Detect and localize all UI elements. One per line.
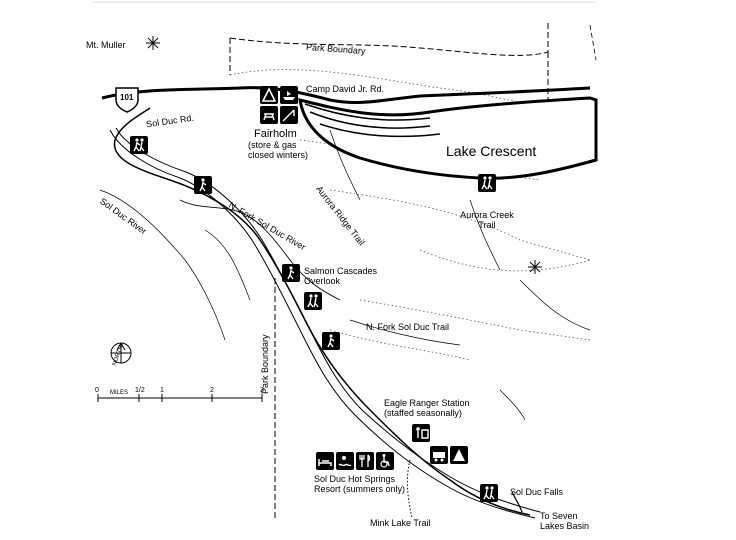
label-resort-1: Sol Duc Hot Springs — [314, 474, 396, 484]
ranger-station-icon — [412, 424, 430, 442]
hiker-icon — [130, 136, 148, 154]
scale-tick-half: 1/2 — [135, 387, 145, 394]
label-mt-muller: Mt. Muller — [86, 40, 126, 50]
hiker-icon — [304, 292, 322, 310]
tributary-streams — [99, 129, 591, 421]
park-boundary-top-line — [229, 20, 549, 100]
pool-icon — [336, 452, 354, 470]
label-highway-101: 101 — [120, 93, 134, 102]
tent-icon — [450, 446, 468, 464]
label-aurora-creek-1: Aurora Creek — [460, 210, 514, 220]
label-mink-lake-trail: Mink Lake Trail — [370, 518, 431, 528]
lake-crescent — [298, 96, 598, 180]
wheelchair-icon — [376, 452, 394, 470]
mink-lake-trail-line — [406, 459, 413, 519]
north-compass-icon — [110, 342, 132, 364]
label-aurora-creek-2: Trail — [478, 220, 496, 230]
lake-crescent-shore-hatch — [304, 103, 441, 138]
boat-launch-icon — [280, 86, 298, 104]
hiker-icon — [480, 484, 498, 502]
label-fairholm: Fairholm — [254, 128, 297, 140]
label-fairholm-note-1: (store & gas — [248, 140, 297, 150]
label-fairholm-note-2: closed winters) — [248, 150, 309, 160]
highway-101-road — [101, 86, 591, 105]
hiker-icon — [194, 176, 212, 194]
label-seven-lakes-2: Lakes Basin — [540, 521, 590, 531]
label-lake-crescent: Lake Crescent — [446, 143, 537, 159]
label-scale-miles: MILES — [110, 390, 129, 396]
north-fork-river — [179, 199, 341, 301]
label-resort-2: Resort (summers only) — [314, 484, 406, 494]
label-n-fork-trail: N. Fork Sol Duc Trail — [366, 322, 450, 332]
dotted-boundary-line — [229, 69, 591, 361]
rv-icon — [430, 446, 448, 464]
sol-duc-river-bank — [115, 127, 541, 513]
picnic-icon — [260, 106, 278, 124]
label-sol-duc-falls: Sol Duc Falls — [510, 487, 564, 497]
label-salmon-cascades-1: Salmon Cascades — [304, 266, 378, 276]
label-camp-david-rd: Camp David Jr. Rd. — [306, 84, 385, 94]
highway-101-shield-icon — [115, 87, 139, 113]
lodging-icon — [316, 452, 334, 470]
hiker-icon — [478, 174, 496, 192]
sol-duc-falls-mark — [511, 491, 523, 513]
campground-icon — [260, 86, 278, 104]
scale-tick-2: 2 — [210, 387, 214, 394]
mt-muller-peak-icon — [146, 36, 160, 50]
fishing-icon — [280, 106, 298, 124]
label-eagle-station-1: Eagle Ranger Station — [384, 398, 470, 408]
label-salmon-cascades-2: Overlook — [304, 276, 341, 286]
hiker-icon — [322, 332, 340, 350]
sol-duc-river — [109, 129, 536, 519]
scale-bar — [97, 394, 263, 402]
scale-tick-1: 1 — [160, 387, 164, 394]
label-seven-lakes-1: To Seven — [540, 511, 578, 521]
label-eagle-station-2: (staffed seasonally) — [384, 408, 462, 418]
peak-icon — [528, 260, 542, 274]
hiker-icon — [282, 264, 300, 282]
restaurant-icon — [356, 452, 374, 470]
scale-tick-0: 0 — [95, 387, 99, 394]
scale-tick-3: 3 — [260, 387, 264, 394]
